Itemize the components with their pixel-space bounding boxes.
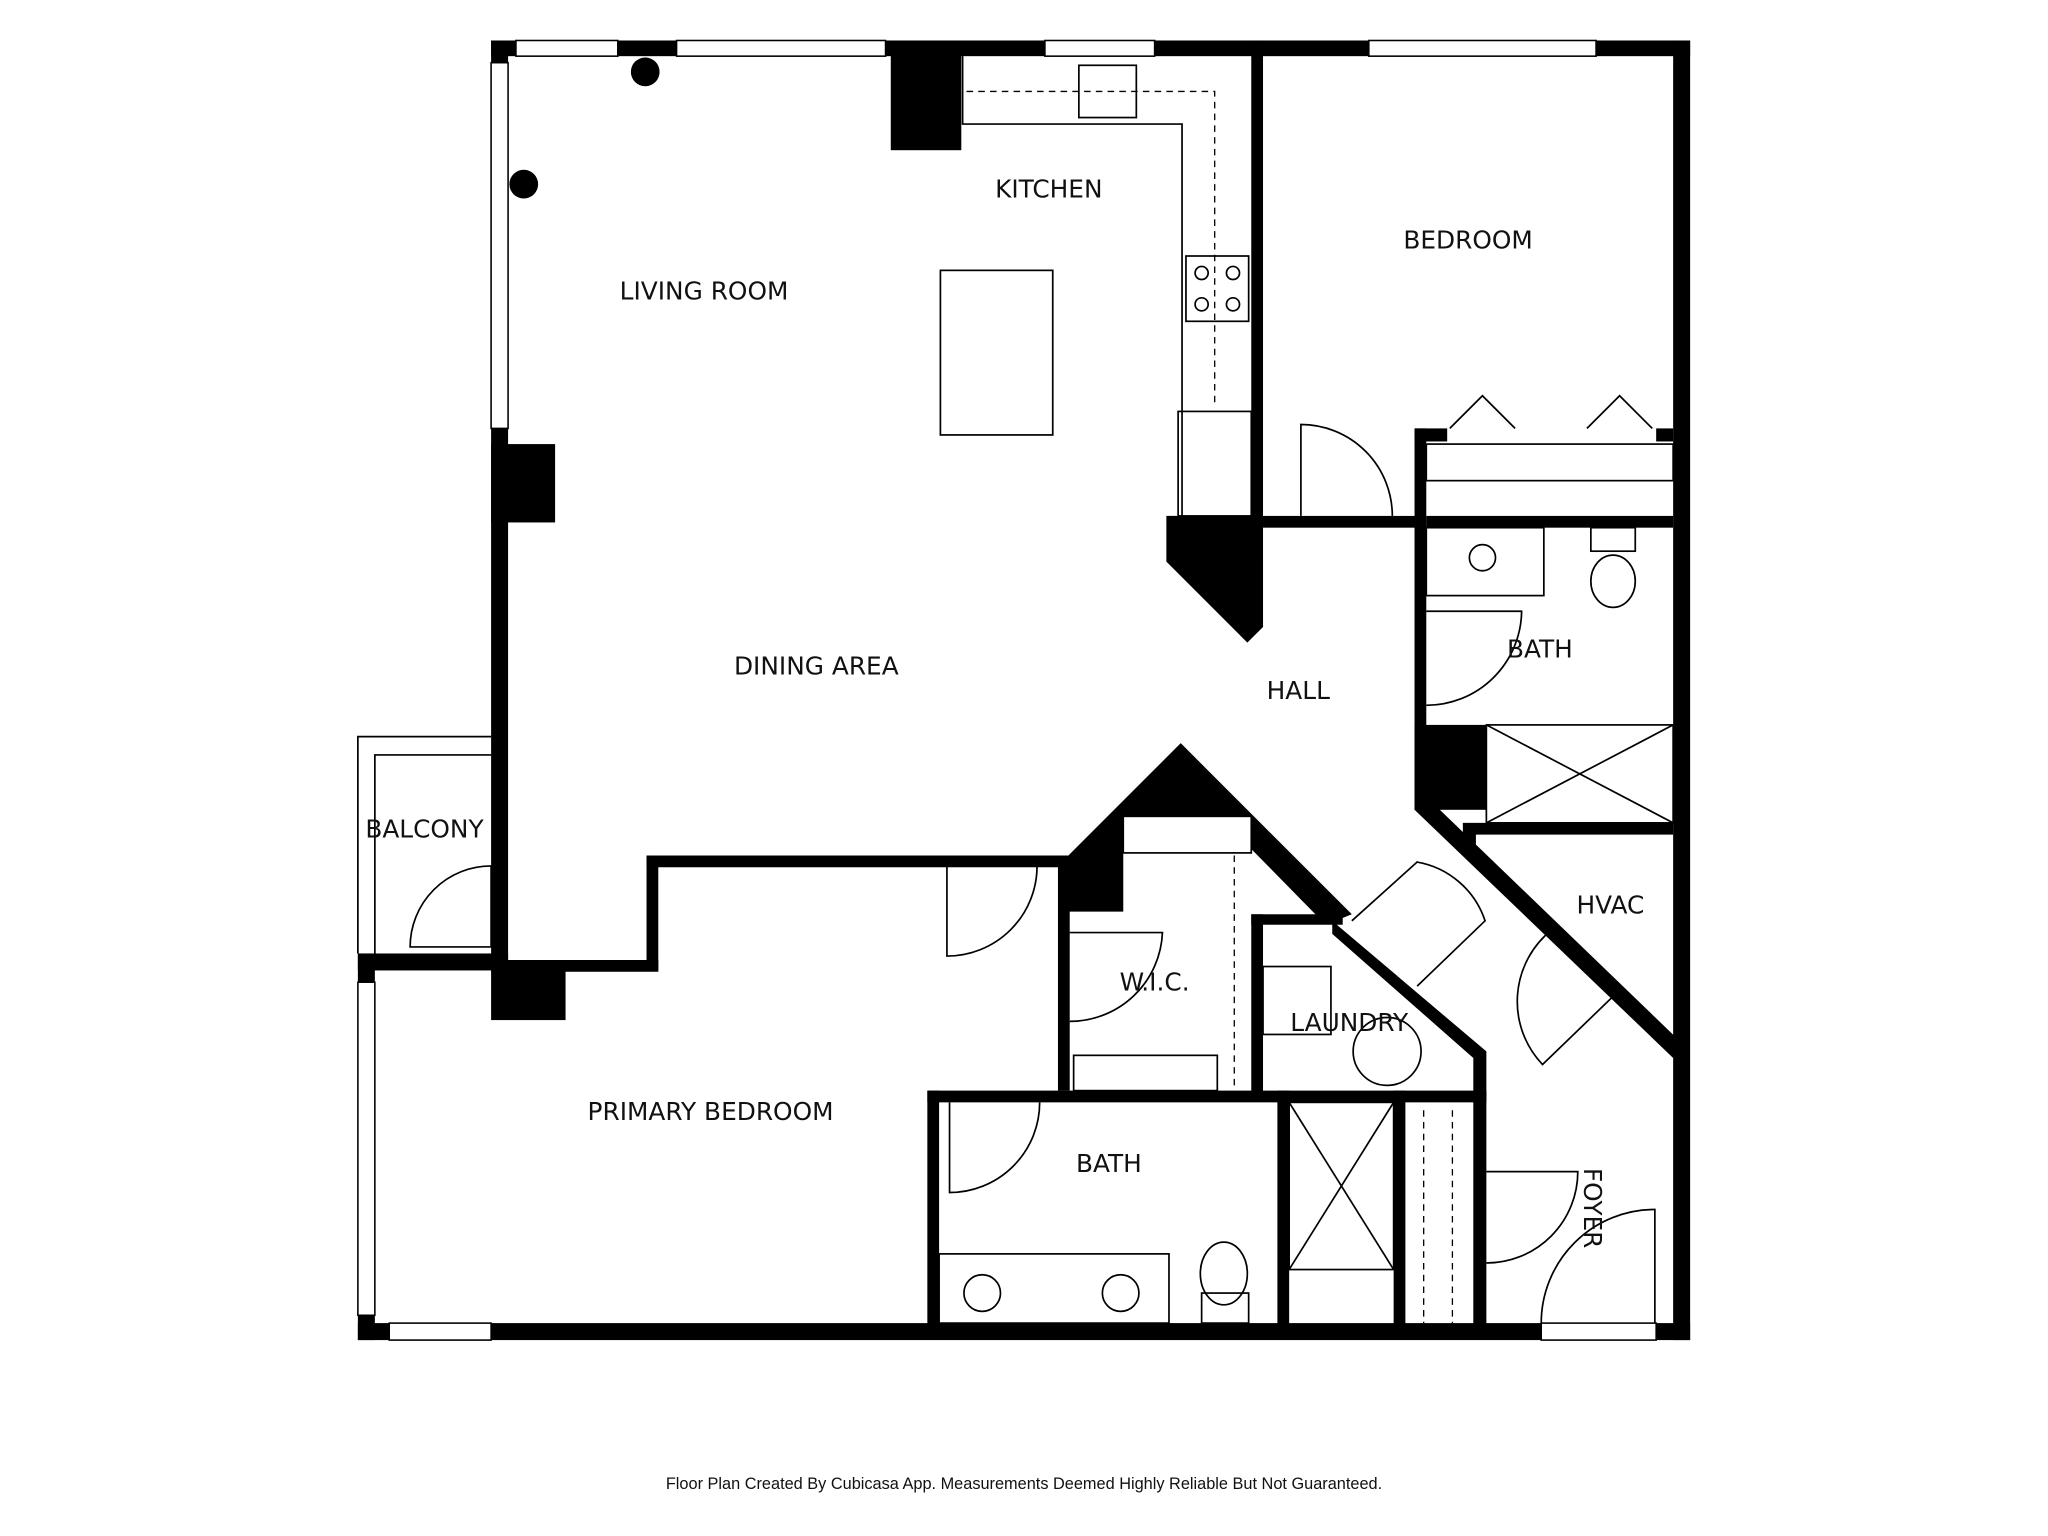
label-bath-upper: BATH [1507, 634, 1573, 663]
walls [357, 40, 1691, 1341]
label-living-room: LIVING ROOM [620, 277, 789, 306]
doors [409, 423, 1656, 1324]
footer-disclaimer: Floor Plan Created By Cubicasa App. Meas… [666, 1475, 1382, 1493]
label-foyer: FOYER [1578, 1168, 1607, 1248]
windows [357, 39, 1657, 1341]
label-laundry: LAUNDRY [1290, 1008, 1409, 1037]
label-wic: W.I.C. [1120, 968, 1190, 997]
label-primary-bedroom: PRIMARY BEDROOM [588, 1097, 834, 1126]
fixtures [938, 56, 1674, 1324]
label-bath-primary: BATH [1076, 1149, 1142, 1178]
room-labels: LIVING ROOM KITCHEN BEDROOM DINING AREA … [365, 175, 1644, 1249]
label-bedroom: BEDROOM [1403, 226, 1532, 255]
label-hvac: HVAC [1577, 890, 1645, 919]
kitchen-island [939, 269, 1054, 436]
label-kitchen: KITCHEN [995, 175, 1102, 204]
label-balcony: BALCONY [365, 815, 484, 844]
label-hall: HALL [1267, 676, 1330, 705]
label-dining-area: DINING AREA [734, 651, 899, 680]
